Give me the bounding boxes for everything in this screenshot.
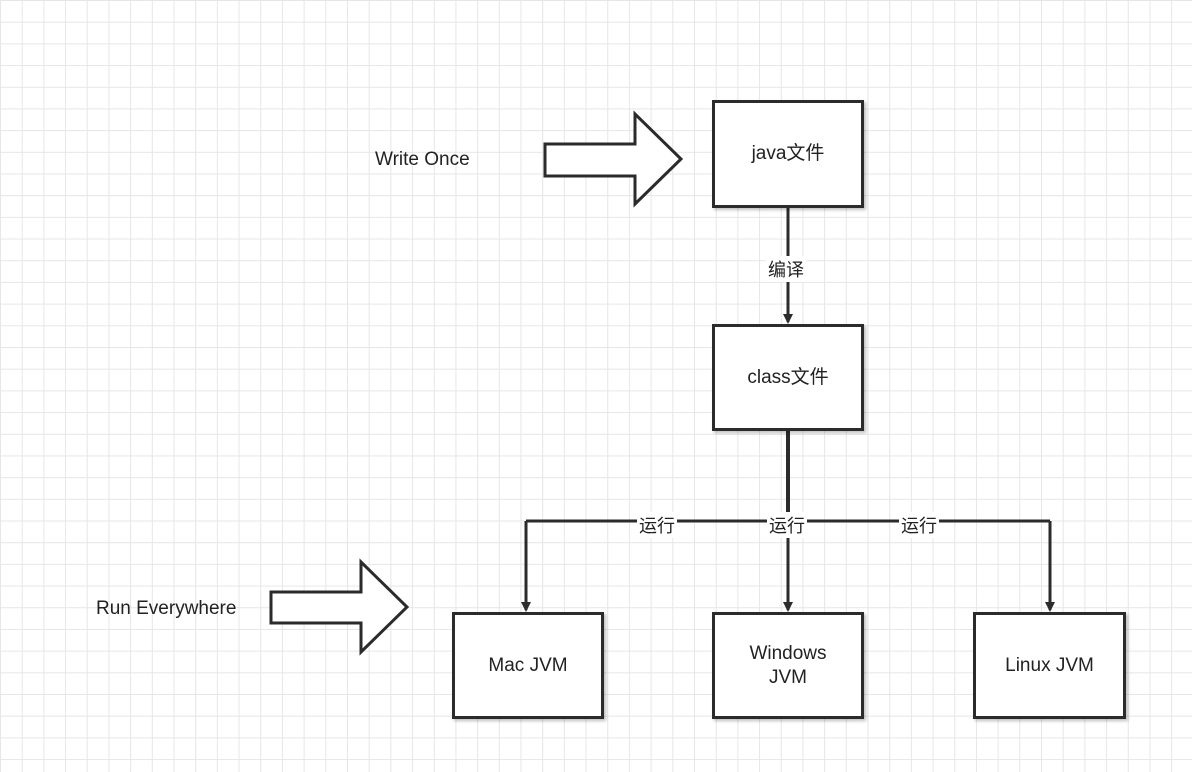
mac-jvm-label: Mac JVM [488, 654, 568, 676]
run-mac-edge-label: 运行 [637, 512, 677, 538]
mac-jvm-node[interactable]: Mac JVM [452, 612, 604, 719]
compile-edge-label: 编译 [766, 256, 806, 282]
java-file-node[interactable]: java文件 [712, 100, 864, 208]
windows-jvm-node[interactable]: Windows JVM [712, 612, 864, 719]
java-file-label: java文件 [751, 143, 825, 164]
run-everywhere-block-arrow [269, 558, 410, 656]
class-file-label: class文件 [747, 366, 829, 388]
write-once-block-arrow [543, 110, 684, 208]
linux-jvm-node[interactable]: Linux JVM [973, 612, 1126, 719]
windows-jvm-label: Windows JVM [749, 642, 827, 688]
linux-jvm-label: Linux JVM [1005, 654, 1094, 676]
run-linux-edge-label: 运行 [899, 512, 939, 538]
write-once-caption: Write Once [375, 149, 470, 170]
run-everywhere-caption: Run Everywhere [96, 598, 237, 619]
run-windows-edge-label: 运行 [767, 512, 807, 538]
class-file-node[interactable]: class文件 [712, 324, 864, 431]
